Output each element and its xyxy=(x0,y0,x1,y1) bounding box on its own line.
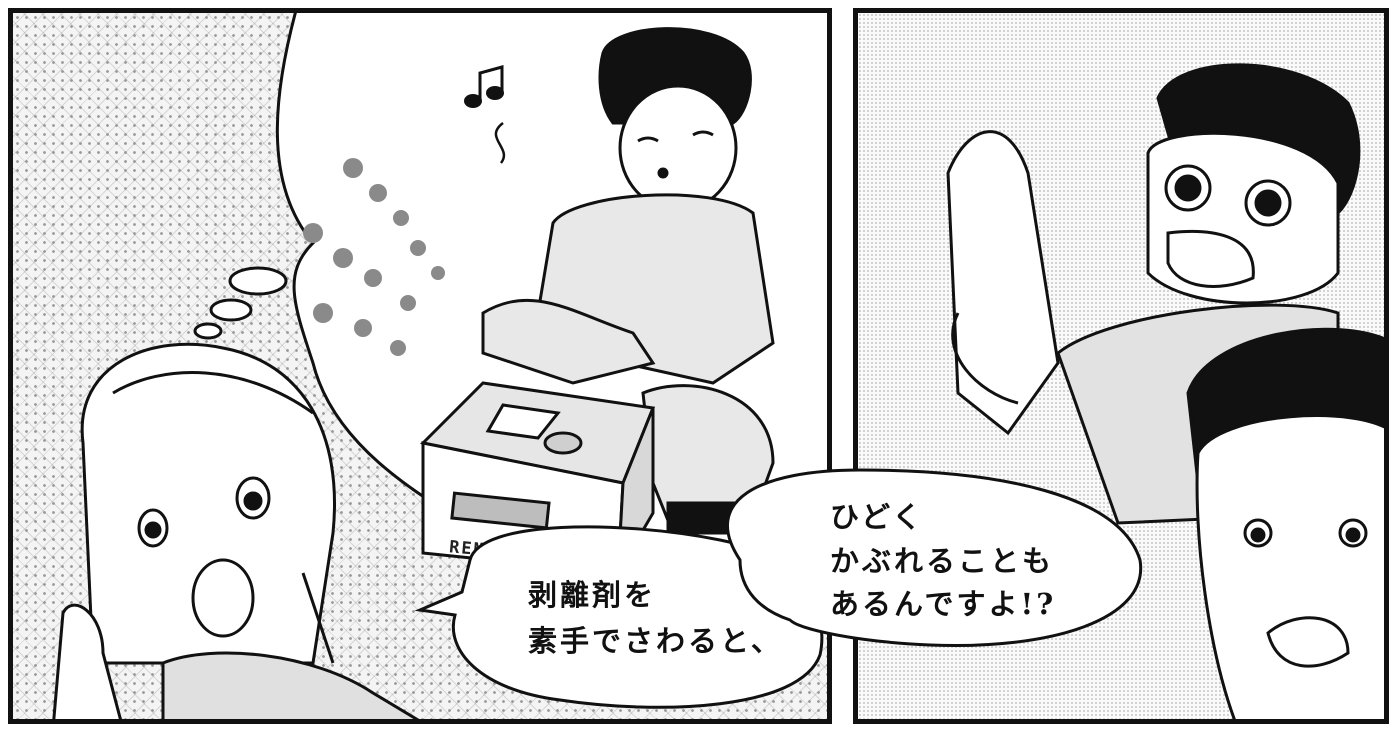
comic-panel-left: REMOVER xyxy=(8,8,832,724)
music-note-icon xyxy=(464,65,504,108)
right-panel-art xyxy=(946,63,1384,719)
left-panel-art xyxy=(52,13,827,719)
speech-line-5: あるんですよ!? xyxy=(830,587,1057,621)
speech-line-3: ひどく xyxy=(830,500,925,534)
thought-bubble-small xyxy=(193,322,223,340)
speech-balloon-right xyxy=(726,468,1143,648)
tone-dots xyxy=(303,158,445,356)
man-crouching xyxy=(481,27,775,535)
thought-bubble-medium xyxy=(209,298,253,322)
thought-bubble-large xyxy=(228,266,288,296)
speech-line-2: 素手でさわると、 xyxy=(528,624,783,658)
coworker-worried xyxy=(1186,327,1384,719)
speech-balloon-left xyxy=(414,525,824,709)
speech-line-4: かぶれることも xyxy=(830,544,1055,578)
speech-line-1: 剥離剤を xyxy=(528,578,657,612)
man-shocked xyxy=(946,63,1361,525)
woman-speaking xyxy=(52,342,420,719)
